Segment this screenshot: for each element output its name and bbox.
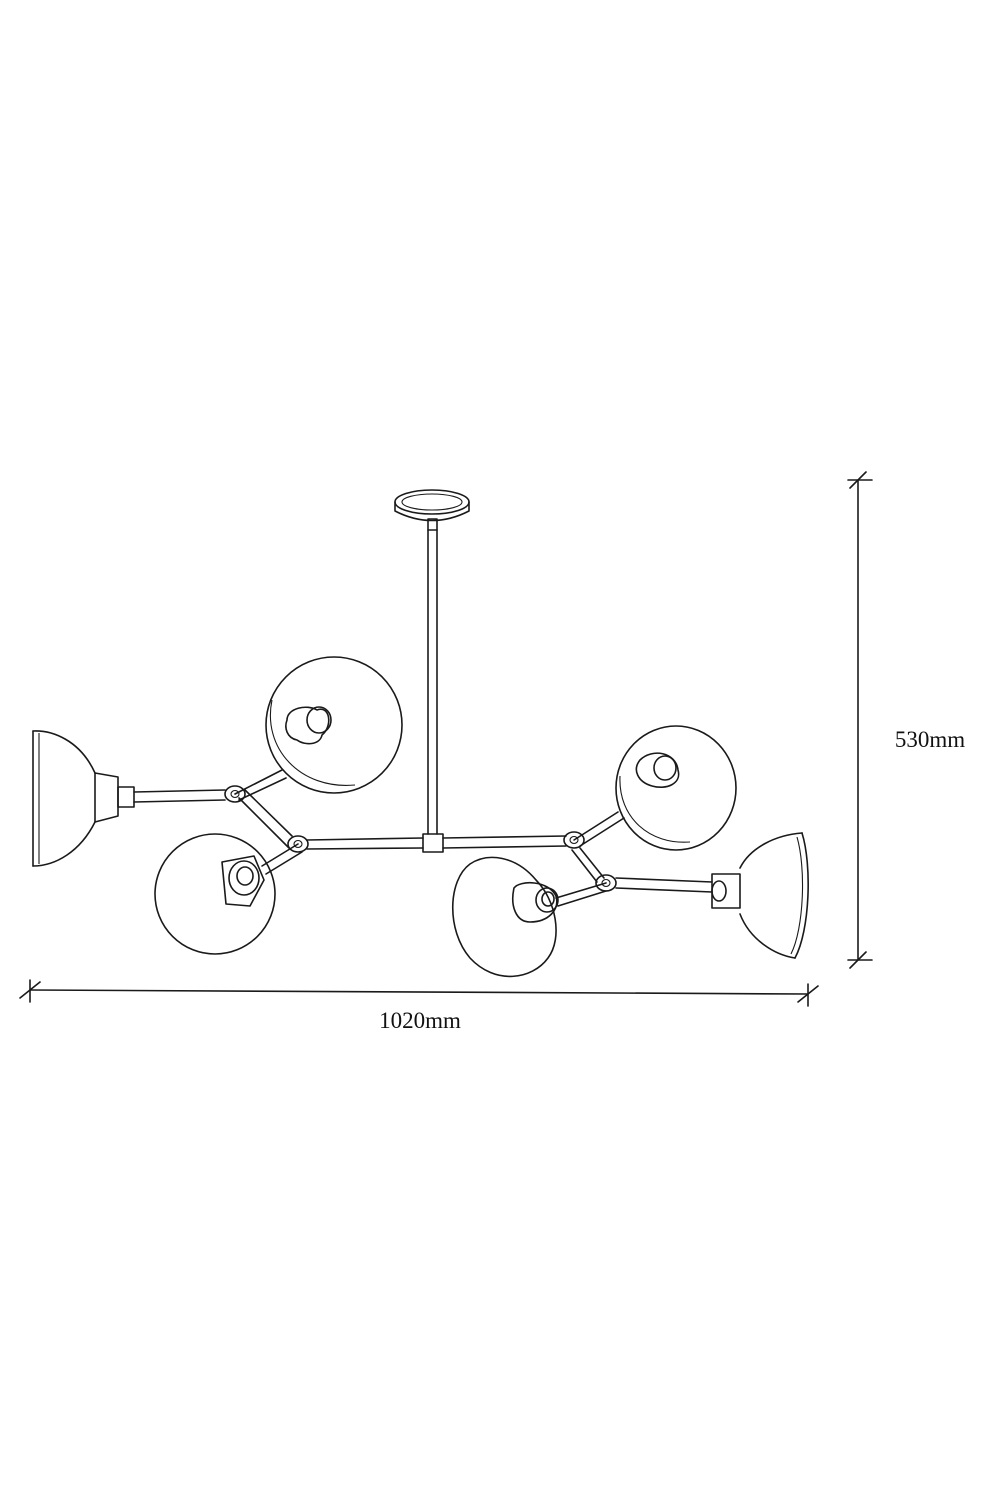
lamp-shade-far-right <box>711 832 809 959</box>
branch-left-horizontal <box>133 789 226 803</box>
lamp-shade-lower-left <box>154 833 303 955</box>
main-arm-left <box>306 837 424 850</box>
ceiling-canopy <box>394 489 470 522</box>
lamp-shade-center-right <box>452 856 607 978</box>
height-label: 530mm <box>895 727 965 752</box>
width-label: 1020mm <box>379 1008 461 1033</box>
lamp-shade-upper-left <box>234 656 403 801</box>
joint-left-lower <box>287 835 309 853</box>
joint-right-lower <box>563 831 585 849</box>
lamp-shade-upper-right <box>573 725 737 851</box>
joint-left-upper <box>224 785 246 803</box>
central-hub <box>422 833 444 853</box>
branch-left-diagonal <box>238 789 293 849</box>
branch-right-diagonal <box>571 847 605 883</box>
branch-right-horizontal <box>615 877 713 893</box>
lamp-shade-far-left <box>32 730 135 867</box>
height-dimension: 530mm <box>847 471 965 969</box>
width-dimension: 1020mm <box>19 979 819 1033</box>
main-arm-right <box>442 835 567 849</box>
down-rod <box>427 518 438 835</box>
